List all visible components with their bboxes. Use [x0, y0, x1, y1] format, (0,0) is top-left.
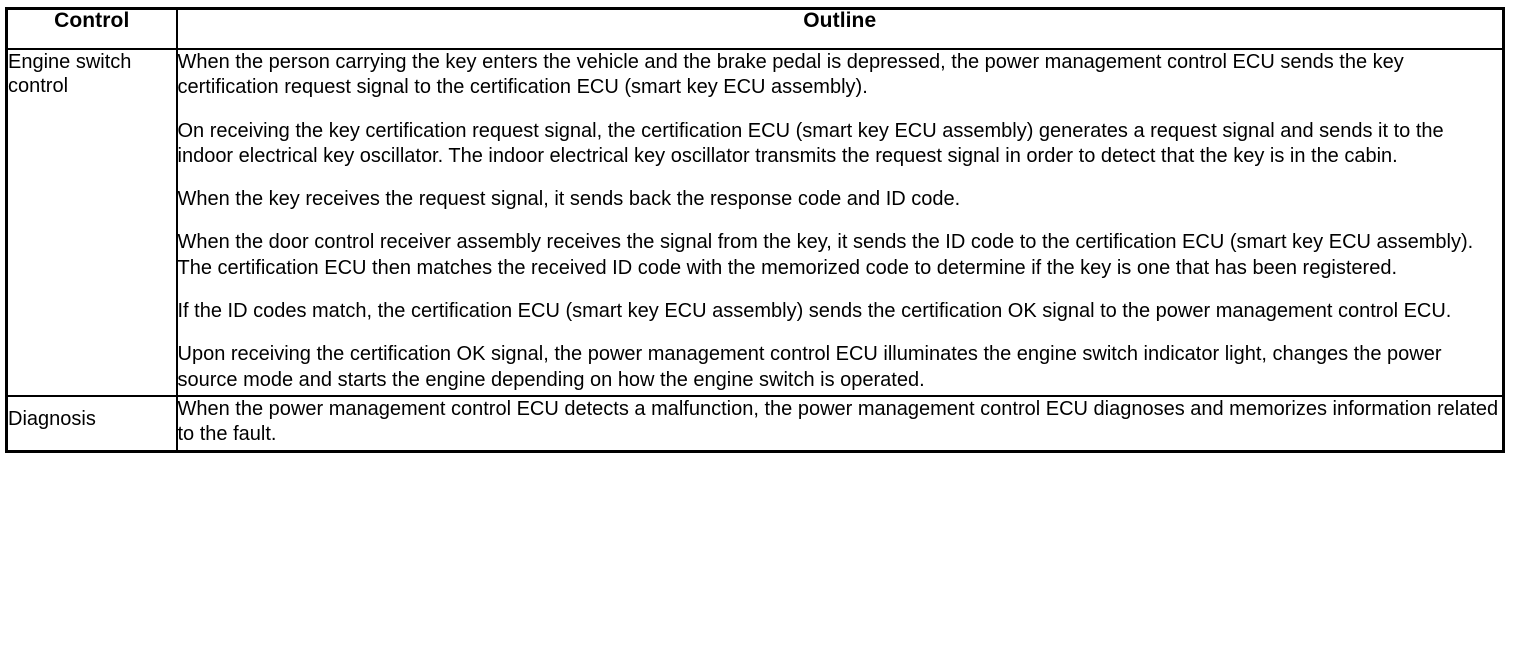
control-cell-diagnosis: Diagnosis: [5, 394, 178, 453]
control-label: Engine switch control: [8, 51, 132, 98]
outline-paragraph: Upon receiving the certification OK sign…: [177, 343, 1442, 391]
control-outline-table: Control Outline Engine switch control Wh…: [5, 7, 1505, 453]
outline-paragraph: When the person carrying the key enters …: [177, 51, 1404, 99]
table-header: Control Outline: [5, 7, 1505, 50]
control-cell-engine-switch-control: Engine switch control: [5, 48, 178, 397]
outline-cell-diagnosis: When the power management control ECU de…: [175, 394, 1505, 453]
outline-paragraph: When the door control receiver assembly …: [177, 231, 1474, 279]
table-row: Diagnosis When the power management cont…: [5, 394, 1505, 453]
table-row: Engine switch control When the person ca…: [5, 48, 1505, 397]
outline-paragraph: If the ID codes match, the certification…: [177, 300, 1452, 323]
column-header-outline: Outline: [175, 7, 1505, 50]
outline-paragraph: When the key receives the request signal…: [177, 188, 961, 211]
outline-paragraph: On receiving the key certification reque…: [177, 119, 1444, 167]
column-header-control: Control: [5, 7, 178, 50]
table-body: Engine switch control When the person ca…: [5, 48, 1505, 453]
outline-cell-engine-switch-control: When the person carrying the key enters …: [175, 48, 1505, 397]
outline-paragraph: When the power management control ECU de…: [177, 397, 1499, 446]
table-header-row: Control Outline: [5, 7, 1505, 50]
control-label: Diagnosis: [8, 407, 96, 430]
